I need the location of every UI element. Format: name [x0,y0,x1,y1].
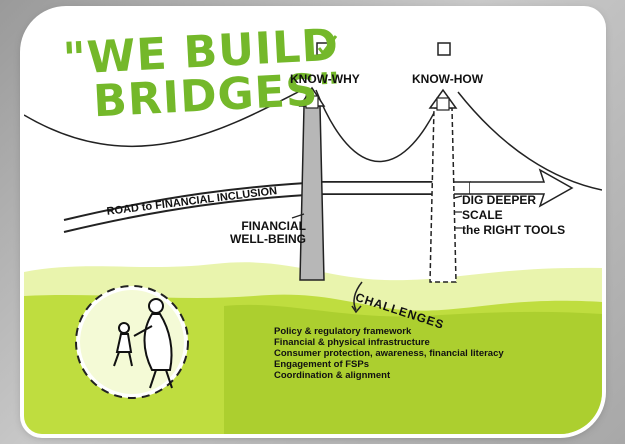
wellbeing-line-1: FINANCIAL [241,219,306,233]
bridge-scene [24,35,602,434]
tower-right [429,107,457,283]
challenge-item: Coordination & alignment [274,370,391,381]
checkbox-empty-icon [437,42,451,56]
challenge-item: Financial & physical infrastructure [274,337,430,348]
challenge-item: Engagement of FSPs [274,359,370,370]
tool-item: DIG DEEPER [462,193,537,207]
people-walking-icon [75,285,189,399]
arrow-icon [470,168,574,208]
wellbeing-label: FINANCIAL WELL-BEING [230,220,306,246]
cable-mid [315,89,445,163]
know-why-label: KNOW-WHY [290,72,360,86]
wellbeing-line-2: WELL-BEING [230,232,306,246]
illustration-card: "WE BUILD BRIDGES" KNOW-WHY KNOW-HOW ROA… [24,10,602,434]
tools-list: DIG DEEPER SCALE the RIGHT TOOLS [462,193,565,238]
tower-left [299,105,325,281]
know-how-label: KNOW-HOW [412,72,484,86]
challenge-item: Policy & regulatory framework [274,326,412,337]
challenges-list: Policy & regulatory framework Financial … [274,326,504,381]
checkbox-checked-icon [316,35,338,56]
challenge-item: Consumer protection, awareness, financia… [274,348,504,359]
tool-item: the RIGHT TOOLS [462,223,566,237]
tool-item: SCALE [462,208,503,222]
cable-right [457,91,602,191]
cable-left [24,89,303,148]
